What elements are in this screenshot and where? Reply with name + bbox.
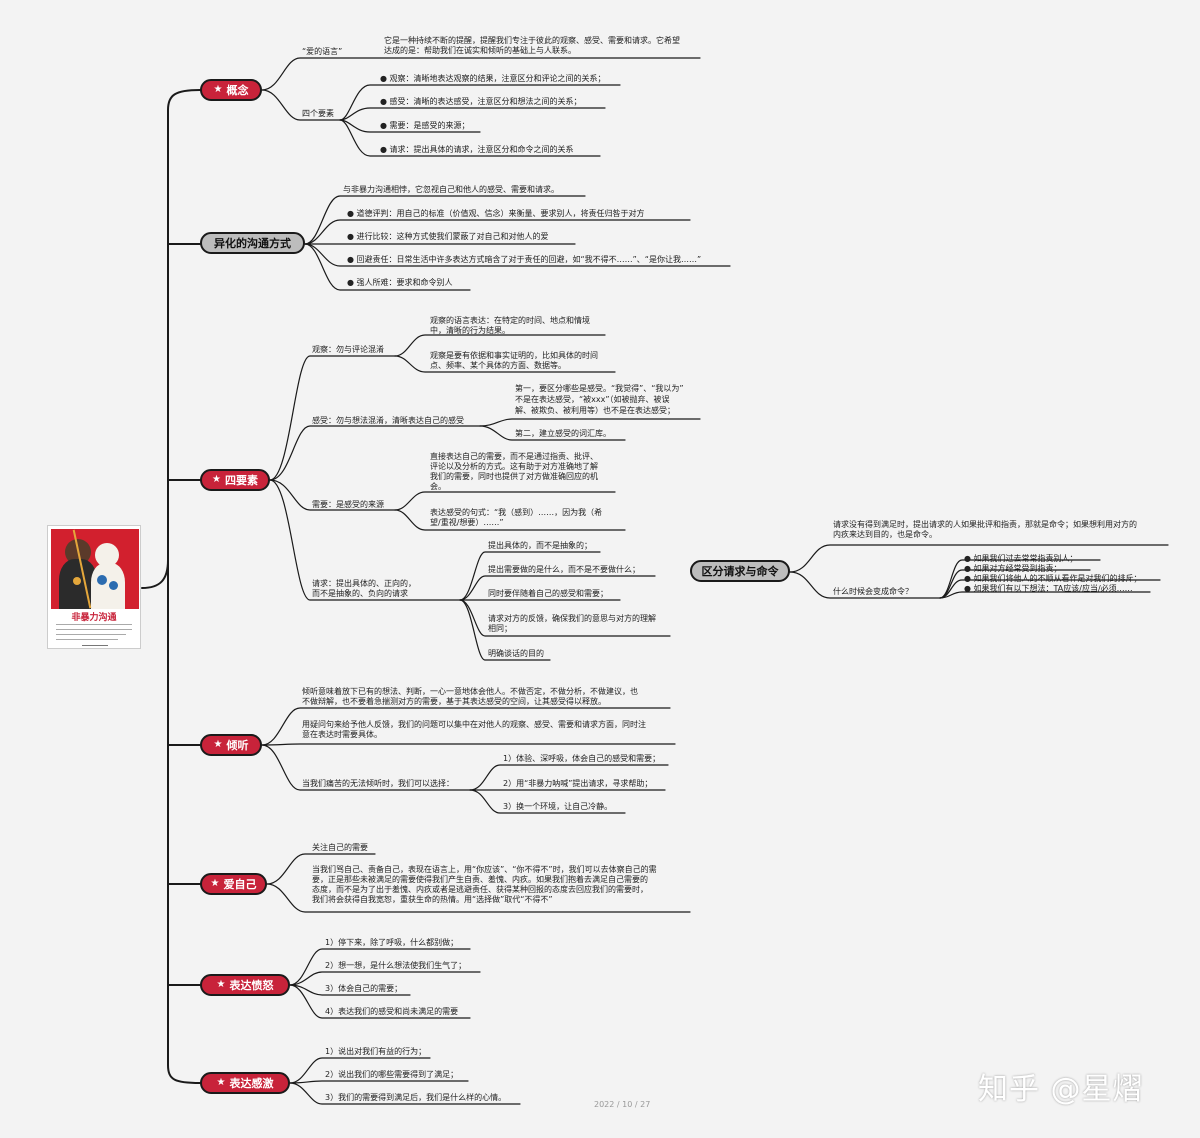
text-request-5: 明确谈话的目的 [488,649,544,658]
node-listening[interactable]: ★倾听 [200,734,262,756]
text-obs-2b: 点、频率、某个具体的方面、数据等。 [430,361,566,370]
node-express-gratitude[interactable]: ★表达感激 [200,1072,290,1094]
text-command-4: ● 如果我们有以下想法：TA应该/应当/必须…… [964,584,1133,593]
text-request-1: 提出具体的，而不是抽象的； [488,541,592,550]
text-distinguish-1: 请求没有得到满足时，提出请求的人如果批评和指责，那就是命令；如果想利用对方的 [833,520,1137,529]
text-alienated-avoid: ● 回避责任：日常生活中许多表达方式暗含了对于责任的回避，如“我不得不……”、“… [347,255,702,264]
text-need-2a: 表达感受的句式：“我（感到）……，因为我（希 [430,508,603,517]
text-anger-1: 1）停下来，除了呼吸，什么都别做； [325,938,459,947]
text-request-4b: 相同； [488,624,512,633]
node-four-elements[interactable]: ★四要素 [200,469,270,491]
label-love-language: “爱的语言” [302,47,343,56]
label-observe: 观察：勿与评论混淆 [312,345,384,354]
text-selflove-3: 态度，而不是为了出于羞愧、内疚或者是逃避责任、获得某种回报的态度去回应我们的需要… [312,885,648,894]
text-need-1c: 我们的需要，同时也提供了对方做准确回应的机 [430,472,598,481]
book-cover: 非暴力沟通 [47,525,141,649]
label-listen-pain: 当我们痛苦的无法倾听时，我们可以选择： [302,779,454,788]
label-need: 需要：是感受的来源 [312,500,384,509]
text-command-3: ● 如果我们将他人的不顺从看作是对我们的排斥； [964,574,1142,583]
star-icon: ★ [210,878,220,889]
text-gratitude-2: 2）说出我们的哪些需要得到了满足； [325,1070,459,1079]
star-icon: ★ [213,84,223,95]
text-request-3: 同时要伴随着自己的感受和需要； [488,589,608,598]
label-four-elements: 四个要素 [302,109,334,118]
text-obs-1a: 观察的语言表达：在特定的时间、地点和情境 [430,316,590,325]
text-feel-1a: 第一，要区分哪些是感受。“我觉得”、“我以为” [515,384,684,393]
text-command-2: ● 如果对方经常受到指责； [964,564,1062,573]
text-feel-2: 第二，建立感受的词汇库。 [515,429,611,438]
text-love-desc-2: 达成的是：帮助我们在诚实和倾听的基础上与人联系。 [384,46,576,55]
label-request-2: 而不是抽象的、负向的请求 [312,589,408,598]
text-alienated-comparison: ● 进行比较：这种方式使我们蒙蔽了对自己和对他人的爱 [347,232,549,241]
text-anger-2: 2）想一想，是什么想法使我们生气了； [325,961,467,970]
label-request-1: 请求：提出具体的、正向的， [312,579,416,588]
node-self-love[interactable]: ★爱自己 [200,873,267,895]
text-alienated-judgement: ● 道德评判：用自己的标准（价值观、信念）来衡量、要求别人，将责任归咎于对方 [347,209,645,218]
text-anger-3: 3）体会自己的需要； [325,984,403,993]
star-icon: ★ [212,474,221,485]
text-request-2: 提出需要做的是什么，而不是不要做什么； [488,565,640,574]
text-selflove-1: 当我们骂自己、责备自己，表现在语言上，用“你应该”、“你不得不”时，我们可以去体… [312,865,657,874]
text-command-1: ● 如果我们过去常常指责别人； [964,554,1078,563]
text-listen-choice-1: 1）体验、深呼吸，体会自己的感受和需要； [503,754,661,763]
text-need-1b: 评论以及分析的方式。这有助于对方准确地了解 [430,462,598,471]
text-need-1a: 直接表达自己的需要，而不是通过指责、批评、 [430,452,598,461]
text-listen-2b: 意在表达时需要具体。 [302,730,382,739]
node-alienated-communication[interactable]: 异化的沟通方式 [200,232,305,254]
text-love-desc-1: 它是一种持续不断的提醒，提醒我们专注于彼此的观察、感受、需要和请求。它希望 [384,36,680,45]
watermark: 知乎 @星熠 [978,1072,1144,1107]
star-icon: ★ [216,979,226,990]
text-need-1d: 会。 [430,482,446,491]
star-icon: ★ [213,739,223,750]
text-feel-1b: 不是在表达感受，“被xxx”（如被抛弃、被误 [515,395,670,404]
text-alienated-intro: 与非暴力沟通相悖，它忽视自己和他人的感受、需要和请求。 [343,185,559,194]
text-element-need: ● 需要：是感受的来源； [380,121,470,130]
book-title: 非暴力沟通 [71,613,117,623]
text-need-2b: 望/重视/想要）……” [430,518,504,527]
text-anger-4: 4）表达我们的感受和尚未满足的需要 [325,1007,459,1016]
label-focus-needs: 关注自己的需要 [312,843,368,852]
node-concept[interactable]: ★概念 [200,79,262,101]
text-obs-2a: 观察是要有依据和事实证明的，比如具体的时间 [430,351,598,360]
text-distinguish-2: 内疚来达到目的，也是命令。 [833,530,937,539]
text-element-feel: ● 感受：清晰的表达感受，注意区分和想法之间的关系； [380,97,582,106]
text-listen-1b: 不做辩解，也不要着急揣测对方的需要，基于其表达感受的空间，让其感受得以释放。 [302,697,606,706]
label-when-command: 什么时候会变成命令？ [833,587,913,596]
date-stamp: 2022 / 10 / 27 [594,1100,651,1109]
text-feel-1c: 解、被欺负、被利用等）也不是在表达感受； [515,406,675,415]
book-cover-art [51,529,139,609]
star-icon: ★ [216,1077,226,1088]
text-listen-choice-2: 2）用“非暴力呐喊”提出请求，寻求帮助； [503,779,653,788]
text-request-4a: 请求对方的反馈，确保我们的意思与对方的理解 [488,614,656,623]
node-express-anger[interactable]: ★表达愤怒 [200,974,290,996]
text-selflove-2: 要，正是那些未被满足的需要使得我们产生自责、羞愧、内疚。如果我们抱着去满足自己需… [312,875,648,884]
text-listen-choice-3: 3）换一个环境，让自己冷静。 [503,802,613,811]
text-obs-1b: 中，清晰的行为结果。 [430,326,510,335]
text-listen-1a: 倾听意味着放下已有的想法、判断，一心一意地体会他人。不做否定，不做分析，不做建议… [302,687,638,696]
label-feel: 感受：勿与想法混淆，清晰表达自己的感受 [312,416,464,425]
text-gratitude-3: 3）我们的需要得到满足后，我们是什么样的心情。 [325,1093,507,1102]
text-alienated-demand: ● 强人所难：要求和命令别人 [347,278,453,287]
text-listen-2a: 用疑问句来给予他人反馈，我们的问题可以集中在对他人的观察、感受、需要和请求方面，… [302,720,646,729]
node-distinguish-request-command[interactable]: 区分请求与命令 [690,560,790,582]
text-gratitude-1: 1）说出对我们有益的行为； [325,1047,427,1056]
text-element-request: ● 请求：提出具体的请求，注意区分和命令之间的关系 [380,145,574,154]
text-selflove-4: 我们将会获得自我宽恕，重获生命的热情。用“选择做”取代“不得不” [312,895,553,904]
text-element-observe: ● 观察：清晰地表达观察的结果，注意区分和评论之间的关系； [380,74,606,83]
